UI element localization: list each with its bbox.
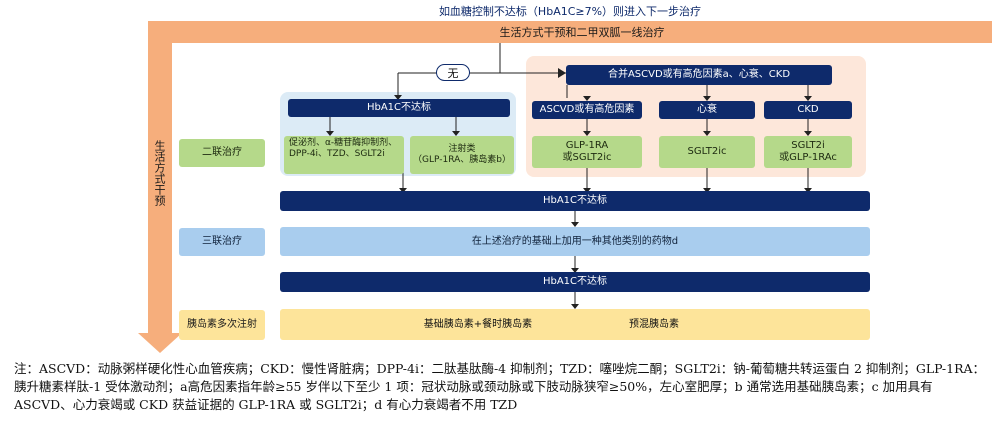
lifestyle-arrow-head — [138, 333, 182, 353]
stage-insulin-injection: 胰岛素多次注射 — [179, 310, 265, 340]
subheader-heart-failure: 心衰 — [659, 101, 755, 119]
footnote: 注：ASCVD：动脉粥样硬化性心血管疾病；CKD：慢性肾脏病；DPP-4i：二肽… — [14, 361, 986, 412]
hba1c-not-met-bar-1: HbA1C不达标 — [280, 191, 870, 211]
subheader-ckd: CKD — [764, 101, 852, 119]
insulin-bar — [280, 309, 870, 340]
option-ckd: SGLT2i 或GLP-1RAc — [764, 136, 852, 168]
option-heart-failure: SGLT2ic — [659, 136, 755, 168]
triple-therapy-bar: 在上述治疗的基础上加用一种其他类别的药物d — [280, 227, 870, 256]
top-banner: 如血糖控制不达标（HbA1C≥7%）则进入下一步治疗 — [438, 5, 702, 18]
basal-bolus-label: 基础胰岛素+餐时胰岛素 — [423, 318, 533, 330]
first-line-label: 生活方式干预和二甲双胍一线治疗 — [499, 26, 665, 39]
hba1c-not-met-bar-2: HbA1C不达标 — [280, 272, 870, 292]
stage-triple-therapy: 三联治疗 — [179, 228, 265, 256]
lifestyle-vertical-band — [148, 21, 172, 333]
subheader-ascvd: ASCVD或有高危因素 — [532, 101, 642, 119]
no-comorbidity-pill: 无 — [436, 64, 470, 81]
comorbidity-header: 合并ASCVD或有高危因素a、心衰、CKD — [566, 65, 832, 85]
injectable-box: 注射类 （GLP-1RA、胰岛素b） — [410, 136, 514, 174]
hba1c-not-met-box: HbA1C不达标 — [288, 99, 510, 117]
stage-dual-therapy: 二联治疗 — [179, 139, 265, 167]
premixed-label: 预混胰岛素 — [629, 318, 679, 330]
first-line-band — [148, 21, 992, 43]
oral-agents-box: 促泌剂、α-糖苷酶抑制剂、DPP-4i、TZD、SGLT2i — [284, 136, 404, 174]
lifestyle-side-label: 生活方式干预 — [153, 140, 166, 206]
option-ascvd: GLP-1RA 或SGLT2ic — [532, 136, 642, 168]
